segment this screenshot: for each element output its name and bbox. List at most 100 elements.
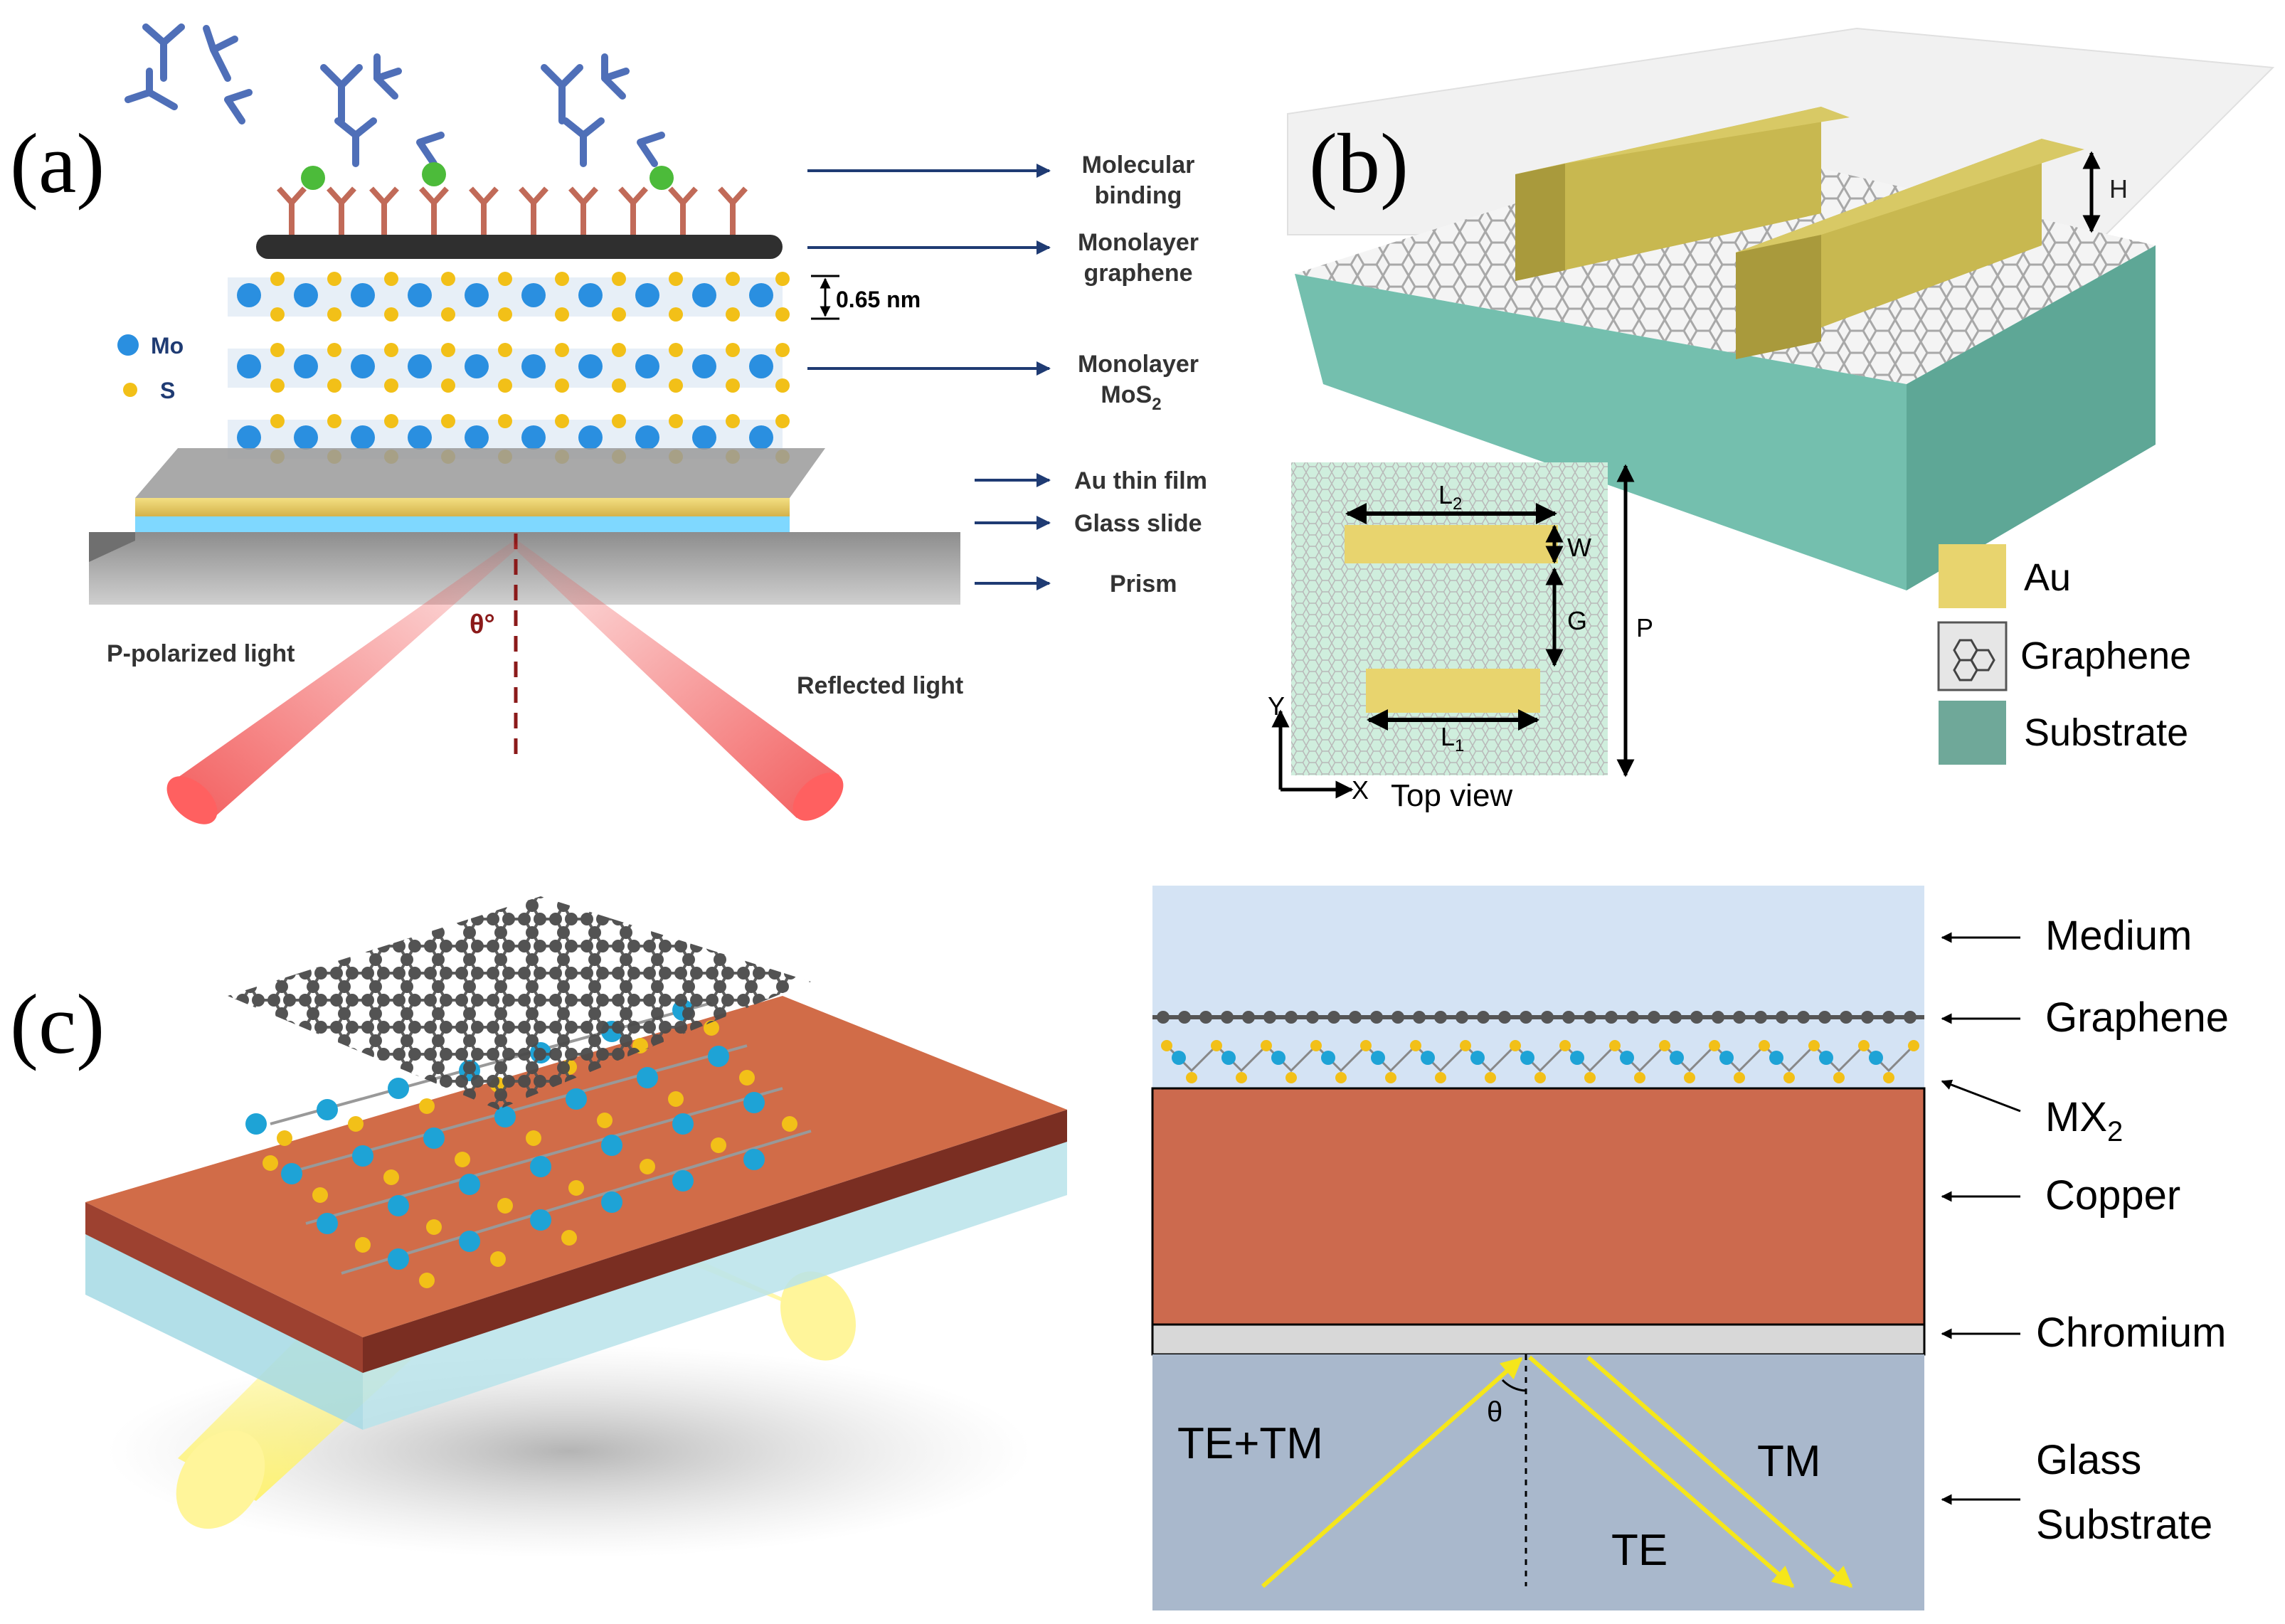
l2-label: L2 <box>1438 480 1462 514</box>
x-axis-label: X <box>1352 775 1369 805</box>
medium-label: Medium <box>2045 913 2192 959</box>
chromium-layer <box>1151 1323 1926 1356</box>
copper-layer <box>1151 1087 1926 1326</box>
substrate-side <box>1907 245 2156 590</box>
panel-b: H (b) L2 W G L1 P Y X Top view Au Graphe… <box>1268 27 2275 813</box>
tm-ray <box>1586 1355 1853 1588</box>
label-mos2-1: Monolayer <box>1078 351 1199 378</box>
panel-b-tag: (b) <box>1309 116 1409 211</box>
legend-au-label: Au <box>2024 556 2071 599</box>
mx2-sub: 2 <box>2107 1116 2123 1147</box>
gold-bar-1 <box>1515 107 1850 281</box>
s-legend-dot <box>123 383 137 397</box>
l1-sub: 1 <box>1455 736 1464 755</box>
label-binding-2: binding <box>1095 182 1182 209</box>
label-binding-1: Molecular <box>1082 152 1195 179</box>
copper-label: Copper <box>2045 1172 2180 1219</box>
label-mos2-sub: 2 <box>1152 395 1161 414</box>
mx2-label: MX2 <box>2045 1094 2123 1147</box>
l2-sub: 2 <box>1453 494 1462 514</box>
glass-block-front <box>85 1234 363 1430</box>
substrate-front <box>1295 274 1907 590</box>
mx2-atoms-3d <box>245 999 797 1288</box>
l1-main: L <box>1441 722 1455 751</box>
beam-out-end <box>780 1271 856 1361</box>
au-film-top <box>135 448 825 498</box>
graphene-label: Graphene <box>2045 994 2229 1041</box>
copper-front <box>85 1202 363 1373</box>
te-ray <box>1528 1355 1795 1588</box>
te-tm-label: TE+TM <box>1177 1419 1323 1468</box>
top-view-bar-2 <box>1345 525 1558 563</box>
spacing-bracket <box>811 275 839 320</box>
analyte-3 <box>650 166 674 190</box>
prism-edge <box>89 532 135 562</box>
copper-side <box>363 1110 1067 1373</box>
incident-beam-end <box>166 776 218 824</box>
g-label: G <box>1567 606 1587 635</box>
mx2-main: MX <box>2045 1094 2107 1140</box>
legend-substrate-swatch <box>1939 701 2006 765</box>
analyte-1 <box>301 166 325 190</box>
top-view-bar-1 <box>1366 669 1540 713</box>
copper-top <box>85 996 1067 1337</box>
mo-legend-label: Mo <box>151 333 184 359</box>
panel-c-tag: (c) <box>10 977 105 1071</box>
beam-in-end <box>176 1430 265 1529</box>
mx2-zigzag <box>1161 1040 1919 1083</box>
au-film <box>135 498 790 516</box>
tm-label: TM <box>1757 1437 1821 1486</box>
spacing-label: 0.65 nm <box>836 287 921 312</box>
legend-graphene-label: Graphene <box>2020 635 2191 677</box>
label-prism: Prism <box>1110 570 1177 598</box>
layer-arrows-c <box>1941 932 2021 1505</box>
receptor-row <box>277 186 748 235</box>
legend-au-swatch <box>1939 544 2006 608</box>
incident-beam <box>171 541 518 818</box>
p-label: P <box>1636 613 1653 642</box>
theta-label: θ <box>1487 1396 1502 1428</box>
label-graphene-2: graphene <box>1083 260 1192 287</box>
reflected-beam-end <box>792 773 844 821</box>
l2-main: L <box>1438 480 1453 509</box>
label-graphene-1: Monolayer <box>1078 229 1199 256</box>
y-axis-label: Y <box>1268 691 1285 721</box>
graphene-swatch-icon <box>1953 639 1995 681</box>
incident-ray <box>1261 1357 1523 1588</box>
label-mos2-main: MoS <box>1101 381 1152 408</box>
panel-c-section: θ TE+TM TM TE Medium Graphene MX2 Copper… <box>1151 886 2229 1610</box>
glass-label-1: Glass <box>2036 1437 2141 1483</box>
reflected-beam <box>514 541 839 818</box>
top-view-label: Top view <box>1391 778 1512 813</box>
prism-body <box>89 532 960 605</box>
panel-c-3d: (c) <box>10 896 1067 1558</box>
chromium-label: Chromium <box>2036 1310 2227 1356</box>
label-glass-slide: Glass slide <box>1074 510 1202 537</box>
antibody-cluster <box>124 23 665 167</box>
mo-legend-dot <box>117 334 139 356</box>
panel-a-tag: (a) <box>10 116 105 211</box>
legend-substrate-label: Substrate <box>2024 711 2188 754</box>
layer-arrows-a <box>807 164 1051 590</box>
panel-a: (a) <box>10 23 1207 824</box>
h-label: H <box>2109 174 2128 203</box>
theta-arc <box>1501 1379 1527 1392</box>
analyte-2 <box>422 162 446 186</box>
graphene-atoms-row <box>1157 1011 1916 1024</box>
graphene-strip <box>256 235 783 259</box>
l1-label: L1 <box>1441 722 1464 755</box>
glass-block-side <box>363 1138 1067 1430</box>
gold-bar-2 <box>1736 139 2084 359</box>
label-au-film: Au thin film <box>1074 467 1207 494</box>
reflected-label: Reflected light <box>797 672 963 699</box>
glass-label-2: Substrate <box>2036 1502 2212 1548</box>
glass-slide <box>135 516 790 532</box>
medium-layer <box>1152 886 1924 1099</box>
te-label: TE <box>1611 1526 1668 1575</box>
graphene-sheet-3d <box>228 896 811 1110</box>
incident-label: P-polarized light <box>107 640 295 667</box>
mos2-layers <box>228 272 790 464</box>
w-label: W <box>1567 533 1591 562</box>
s-legend-label: S <box>160 378 175 403</box>
